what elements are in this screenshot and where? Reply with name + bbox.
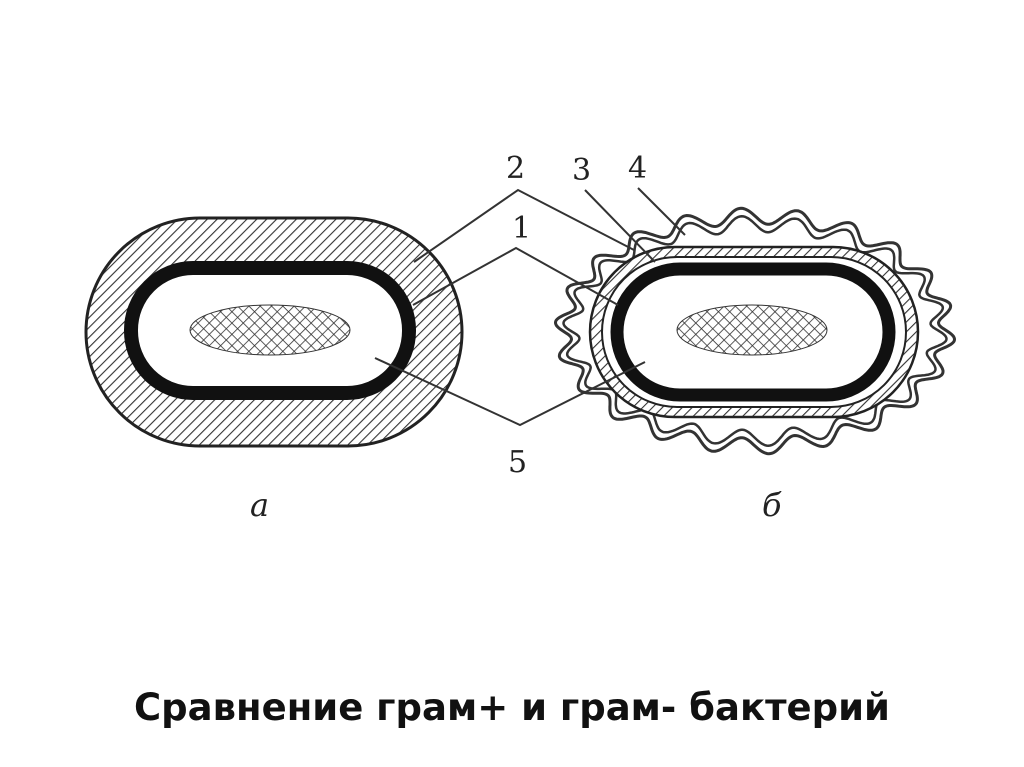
leader-3 bbox=[584, 189, 656, 263]
page-title: Сравнение грам+ и грам- бактерий bbox=[134, 686, 890, 729]
label-4: 4 bbox=[628, 151, 647, 186]
label-3: 3 bbox=[572, 153, 591, 188]
nucleoid-a bbox=[189, 304, 351, 356]
leader-lines bbox=[374, 187, 686, 427]
gram-positive-cell bbox=[84, 216, 464, 448]
label-1: 1 bbox=[512, 211, 531, 246]
leader-4 bbox=[637, 187, 686, 236]
label-5: 5 bbox=[508, 445, 527, 480]
leader-1 bbox=[412, 246, 619, 306]
leader-2 bbox=[413, 188, 635, 263]
leader-5 bbox=[374, 357, 646, 427]
label-2: 2 bbox=[506, 151, 525, 186]
caption-b: б bbox=[762, 486, 782, 524]
nucleoid-b bbox=[676, 304, 828, 356]
gram-negative-cell bbox=[553, 206, 957, 456]
caption-a: а bbox=[250, 486, 269, 524]
